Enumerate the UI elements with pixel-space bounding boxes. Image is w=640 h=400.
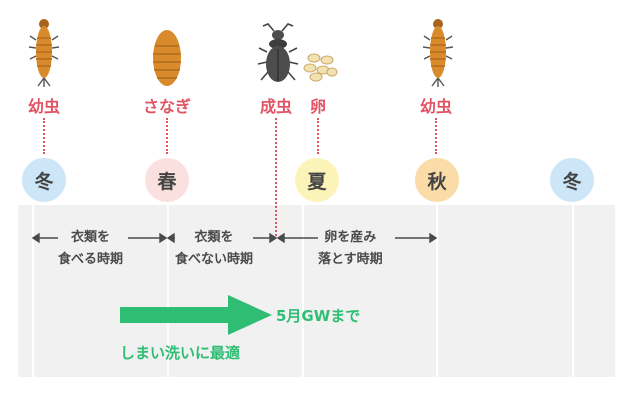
- dotted-connector: [435, 118, 437, 154]
- season-spring: 春: [145, 158, 189, 202]
- grid-line: [302, 205, 304, 377]
- arrow-label: 5月GWまで: [276, 307, 361, 325]
- dotted-connector: [166, 118, 168, 154]
- grid-line: [32, 205, 34, 377]
- grid-line: [167, 205, 169, 377]
- period-egg-laying-line2: 落とす時期: [318, 252, 383, 267]
- stage-label-larva-autumn: 幼虫: [419, 97, 453, 116]
- period-eating-line2: 食べる時期: [58, 252, 124, 267]
- period-eating-line1: 衣類を: [58, 227, 124, 249]
- stage-label-adult: 成虫: [259, 97, 293, 116]
- green-arrow: [120, 295, 272, 335]
- dotted-connector: [43, 118, 45, 154]
- period-not-eating: 衣類を 食べない時期: [175, 227, 254, 271]
- period-egg-laying-line1: 卵を産み: [318, 227, 383, 249]
- season-summer: 夏: [295, 158, 339, 202]
- highlight-caption: しまい洗いに最適: [120, 344, 241, 362]
- eggs-icon: [303, 53, 338, 82]
- larva-icon: [422, 19, 454, 87]
- period-arrows: [31, 232, 438, 244]
- stage-label-pupa: さなぎ: [142, 97, 192, 116]
- period-not-eating-line2: 食べない時期: [175, 252, 254, 267]
- dotted-connector: [317, 118, 319, 154]
- stage-label-egg: 卵: [309, 97, 327, 116]
- beetle-icon: [257, 23, 299, 82]
- larva-icon: [28, 19, 60, 87]
- period-eating: 衣類を 食べる時期: [58, 227, 124, 271]
- pupa-icon: [153, 30, 181, 86]
- grid-line: [572, 205, 574, 377]
- stage-label-larva: 幼虫: [27, 97, 61, 116]
- grid-line: [436, 205, 438, 377]
- season-winter-next: 冬: [550, 158, 594, 202]
- period-not-eating-line1: 衣類を: [175, 227, 254, 249]
- season-winter: 冬: [22, 158, 66, 202]
- dotted-connector: [275, 118, 277, 236]
- season-autumn: 秋: [415, 158, 459, 202]
- period-egg-laying: 卵を産み 落とす時期: [318, 227, 383, 271]
